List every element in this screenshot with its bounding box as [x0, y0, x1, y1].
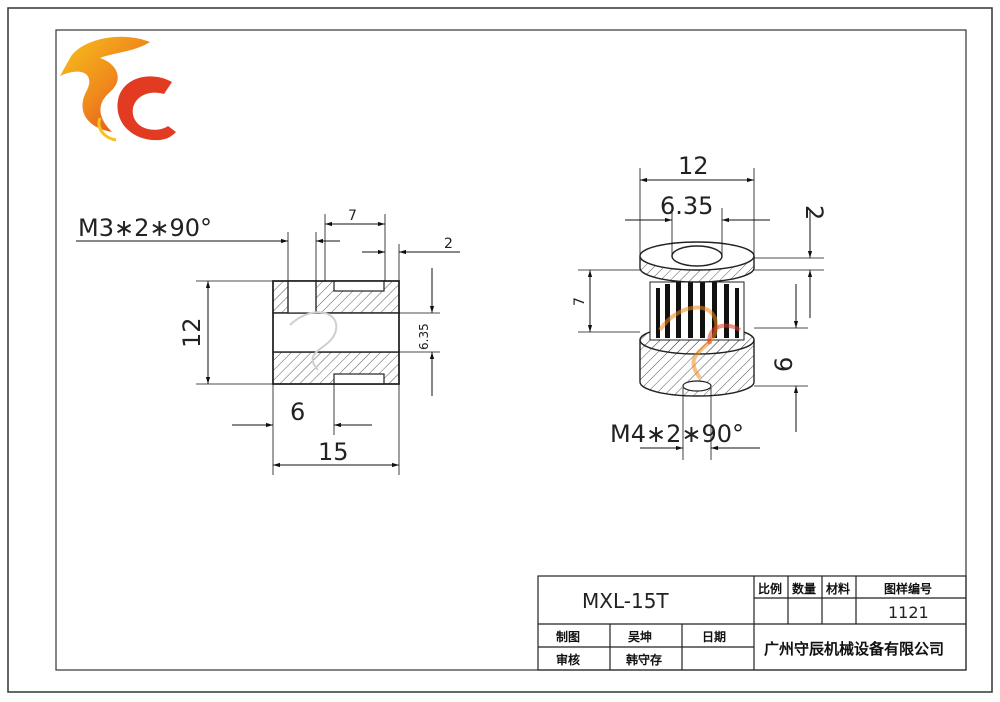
front-dim-hub: 6	[290, 398, 305, 426]
front-dim-total: 15	[318, 438, 349, 466]
checked-by: 韩守存	[626, 652, 662, 667]
iso-dim-teeth: 7	[572, 297, 588, 306]
drawn-label: 制图	[556, 629, 580, 644]
drawing-number: 1121	[888, 603, 929, 622]
qty-label: 数量	[792, 581, 816, 596]
front-set-screw-label: M3∗2∗90°	[78, 214, 212, 242]
drawn-by: 吴坤	[628, 629, 652, 644]
front-dim-top-right: 2	[444, 236, 453, 252]
front-view: M3∗2∗90° 7 2 12 6.35 6 15	[76, 208, 460, 475]
drawing-no-label: 图样编号	[884, 581, 932, 596]
material-label: 材料	[825, 581, 850, 596]
front-dim-height: 12	[178, 317, 206, 348]
iso-dim-flange: 2	[800, 205, 828, 220]
date-label: 日期	[702, 629, 726, 644]
title-block	[537, 575, 967, 671]
iso-dim-hub: 6	[770, 357, 798, 372]
front-dim-top: 7	[348, 208, 357, 224]
scale-label: 比例	[758, 581, 782, 596]
front-dim-bore: 6.35	[417, 323, 431, 350]
iso-dim-outer: 12	[678, 152, 709, 180]
iso-set-screw-label: M4∗2∗90°	[610, 420, 744, 448]
checked-label: 审核	[556, 652, 580, 667]
iso-view: 12 6.35 2 7 6 M4∗2∗90°	[572, 152, 828, 460]
iso-dim-bore: 6.35	[660, 192, 713, 220]
part-number: MXL-15T	[582, 589, 669, 613]
company-name: 广州守辰机械设备有限公司	[764, 640, 944, 658]
outer-frame	[7, 7, 993, 693]
company-logo	[60, 36, 176, 142]
inner-frame	[55, 29, 967, 671]
